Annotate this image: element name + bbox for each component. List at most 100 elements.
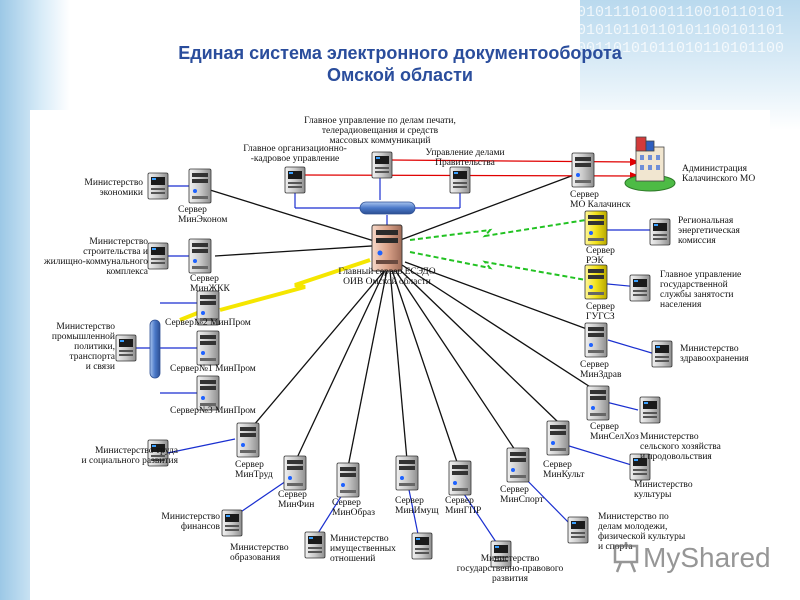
spoke-minimush [389, 269, 408, 461]
pc-rek-icon [649, 218, 671, 246]
server1-minprom-icon [196, 330, 220, 366]
link-gpr [457, 484, 501, 549]
label-org-kadr: Главное организационно--кадровое управле… [243, 144, 347, 164]
label-top-org: Главное управление по делам печати,телер… [304, 116, 456, 146]
presentation-board-icon [613, 542, 639, 573]
pc-minprom-icon [115, 334, 137, 362]
server-kalach-icon [571, 152, 595, 188]
server-gpr-icon [448, 460, 472, 496]
spoke-kalach [386, 171, 583, 246]
link-minkult [555, 441, 639, 468]
server-minimush-icon [395, 455, 419, 491]
link-mintrud [157, 438, 236, 456]
spoke-minzdrav [404, 261, 596, 333]
spoke-mintrud [247, 269, 386, 433]
top-network-bus [359, 201, 416, 215]
page-title: Единая система электронного документообо… [90, 42, 710, 86]
network-diagram: Главное управление по делам печати,телер… [30, 110, 770, 600]
server-minobr-icon [336, 462, 360, 498]
server-minzdrav-icon [584, 322, 608, 358]
green-links [409, 219, 587, 281]
label-server3-minprom: Сервер№3 МинПром [170, 406, 256, 416]
pc-upr-icon [449, 166, 471, 194]
network-svg [115, 136, 676, 568]
background-right-gradient [580, 0, 800, 130]
pc-minekon-icon [147, 172, 169, 200]
admin-building-icon [624, 136, 676, 192]
spoke-minkult [397, 267, 559, 423]
watermark-text: MyShared [643, 542, 771, 573]
red-arrow-2 [630, 158, 640, 166]
pc-press-icon [371, 151, 393, 179]
spoke-minsport [394, 269, 516, 451]
pc-minselhoz-icon [639, 396, 661, 424]
link-minzdrav [607, 339, 656, 355]
spoke-minfin [295, 269, 386, 461]
server-minkult-icon [546, 420, 570, 456]
server-minselhoz-icon [586, 385, 610, 421]
spoke-minzhkk [214, 244, 388, 257]
server-gugsz-icon [584, 264, 608, 300]
green-link-gugsz [409, 251, 587, 281]
server-minsport-icon [506, 447, 530, 483]
pc-minmol-icon [567, 516, 589, 544]
spoke-minekon [209, 189, 388, 246]
server-minekon-icon [188, 168, 212, 204]
pc-gugsz-icon [629, 274, 651, 302]
pc-minstroy-icon [147, 242, 169, 270]
pc-orgkadr-icon [284, 166, 306, 194]
background-binary-pattern: 0110101011101001110010110101100110101011… [532, 4, 785, 75]
pc-minzdrav-icon [651, 340, 673, 368]
main-server-icon [371, 224, 403, 272]
green-link-rek [409, 219, 587, 241]
server3-minprom-icon [196, 375, 220, 411]
pc-minobr-icon [304, 531, 326, 559]
spoke-minselhoz [401, 264, 599, 393]
minprom-network-bus [149, 319, 161, 379]
server-minfin-icon [283, 455, 307, 491]
spoke-minobr [347, 269, 388, 468]
server-rek-icon [584, 210, 608, 246]
watermark: MyShared [613, 540, 771, 580]
server-minzhkk-icon [188, 238, 212, 274]
black-links [209, 171, 599, 468]
title-line-1: Единая система электронного документообо… [178, 43, 622, 63]
spoke-gpr [391, 269, 459, 466]
server-mintrud-icon [236, 422, 260, 458]
title-line-2: Омской области [327, 65, 473, 85]
pc-minfin-icon [221, 509, 243, 537]
label-server1-minprom: Сервер№1 МинПром [170, 364, 256, 374]
label-server2-minprom: Сервер№2 МинПром [165, 318, 251, 328]
pc-minimush-icon [411, 532, 433, 560]
lightning-minprom [219, 258, 371, 312]
